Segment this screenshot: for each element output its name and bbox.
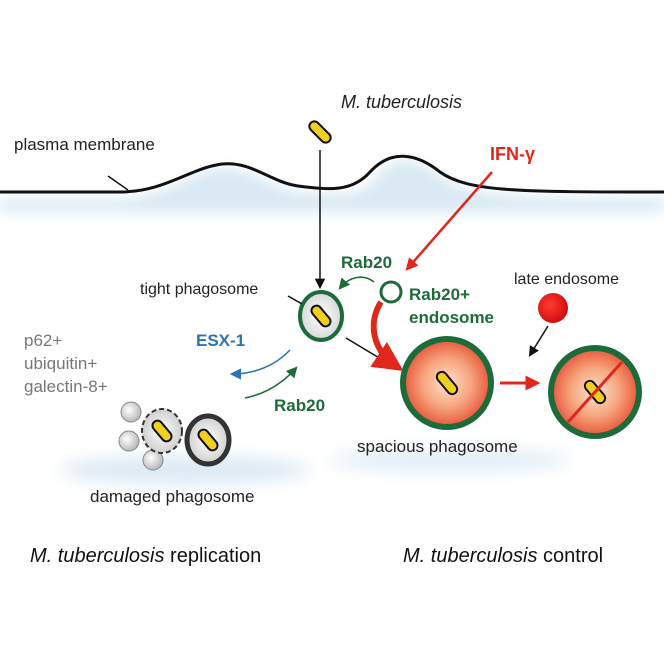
- late-endosome-arrow: [528, 325, 549, 357]
- label-marker-p62: p62+: [24, 331, 62, 350]
- endosome-fusion-arrow: [370, 300, 404, 371]
- label-mtb-top: M. tuberculosis: [341, 92, 462, 112]
- damaged-glow: [60, 456, 310, 484]
- label-spacious-phagosome: spacious phagosome: [357, 437, 518, 456]
- esx1-arrow: [229, 349, 291, 380]
- label-late-endosome: late endosome: [514, 271, 619, 288]
- label-rab20-endosome-2: endosome: [409, 308, 494, 327]
- marker-ball-1: [120, 401, 142, 423]
- label-tight-phagosome: tight phagosome: [140, 281, 258, 298]
- label-rab20-bottom: Rab20: [274, 396, 325, 415]
- bacterium-top-icon: [308, 120, 332, 144]
- label-plasma-membrane: plasma membrane: [14, 135, 155, 154]
- ifn-arrow: [405, 171, 493, 271]
- cross-out-line: [566, 360, 624, 424]
- rab20-top-arrow: [338, 276, 375, 290]
- plasma-membrane-pointer: [107, 175, 129, 191]
- label-damaged-phagosome: damaged phagosome: [90, 487, 254, 506]
- membrane-glow: [0, 160, 664, 212]
- spacious-glow: [330, 448, 570, 472]
- label-marker-ubiquitin: ubiquitin+: [24, 354, 97, 373]
- rab20-endosome-icon: [379, 280, 403, 304]
- spacious-phagosome-icon: [400, 336, 494, 430]
- tight-phagosome-pointer: [287, 295, 303, 305]
- marker-ball-2: [118, 430, 140, 452]
- label-ifn-gamma: IFN-γ: [490, 144, 535, 164]
- plasma-membrane-line: [0, 154, 664, 194]
- tight-phagosome-icon: [298, 290, 344, 342]
- damaged-phagosome-icon: [118, 401, 232, 471]
- caption-control: M. tuberculosis control: [403, 545, 603, 567]
- rab20-bottom-arrow: [244, 366, 298, 399]
- label-rab20-top: Rab20: [341, 253, 392, 272]
- controlled-phagosome-icon: [548, 345, 642, 439]
- label-marker-galectin: galectin-8+: [24, 377, 108, 396]
- late-endosome-icon: [538, 293, 568, 323]
- caption-replication: M. tuberculosis replication: [30, 545, 261, 567]
- label-esx1: ESX-1: [196, 331, 245, 350]
- label-rab20-endosome-1: Rab20+: [409, 285, 470, 304]
